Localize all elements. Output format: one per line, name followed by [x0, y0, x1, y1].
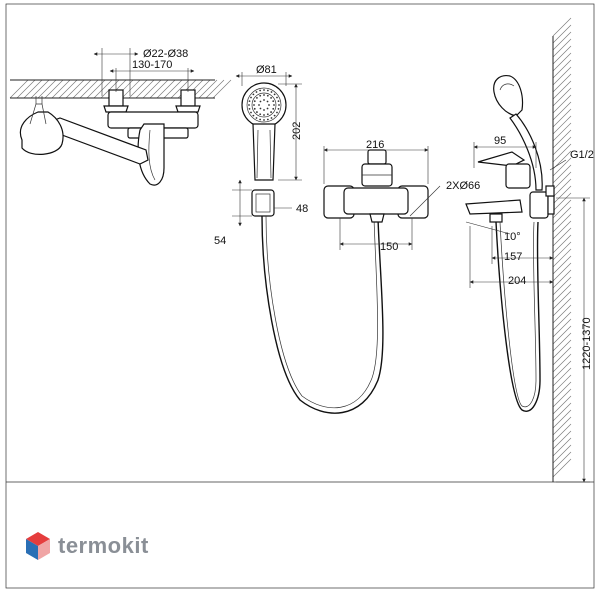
dim-height-range: 1220-1370 [581, 317, 593, 370]
dim-holder-width: 48 [296, 203, 308, 215]
side-view: 95 G1/2 10° 157 204 1220-1370 [465, 17, 594, 483]
dim-flange: 2XØ66 [446, 180, 480, 192]
drawing-border [5, 3, 595, 589]
dim-pipe-diameter: Ø22-Ø38 [143, 48, 188, 60]
dim-body-width: 216 [366, 139, 384, 151]
brand-name: termokit [58, 533, 149, 558]
dim-angle: 10° [504, 231, 521, 243]
dim-total-reach: 204 [508, 275, 526, 287]
brand-logo: termokit [24, 530, 149, 562]
dim-handshower-diameter: Ø81 [256, 64, 277, 76]
top-view: Ø22-Ø38 130-170 [9, 48, 232, 186]
dim-spout-offset: 95 [494, 135, 506, 147]
dim-spout-reach: 157 [504, 251, 522, 263]
brand-cube-icon [26, 532, 50, 560]
dim-center: 150 [380, 241, 398, 253]
dim-handshower-length: 202 [291, 122, 303, 140]
shower-holes [248, 89, 280, 121]
front-view: 216 2XØ66 150 [323, 139, 480, 253]
hand-shower-view: Ø81 202 48 54 [214, 64, 384, 414]
dim-holder-height: 54 [214, 235, 226, 247]
dim-thread: G1/2 [570, 149, 594, 161]
wall-hatch [552, 17, 572, 478]
dim-spacing: 130-170 [132, 59, 172, 71]
